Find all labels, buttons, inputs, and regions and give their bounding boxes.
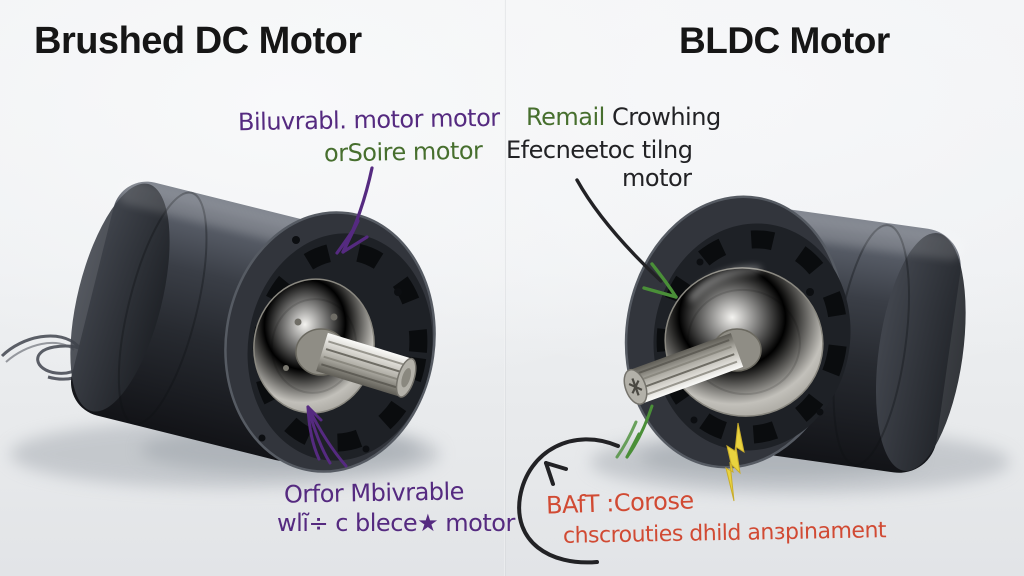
left-bottom-note-line1: Orfor Mbivrable <box>283 477 465 509</box>
purple-arrow-bottom-icon <box>306 405 348 468</box>
left-motor-shaft <box>316 332 417 398</box>
green-arrow-bottom-icon <box>615 404 654 459</box>
right-top-note-line2: Efecneetoc tilng <box>506 136 693 164</box>
right-top-note-line3: motor <box>622 164 692 192</box>
black-arrow-top-icon <box>575 178 663 283</box>
right-motor-shaft <box>623 333 744 405</box>
left-top-note-line2: orSoire motor <box>323 136 483 168</box>
left-bottom-note-line2: wlĩ÷ c blece★ motor <box>277 509 515 537</box>
annotation-arrows <box>306 166 745 565</box>
yellow-bolt-icon <box>725 422 745 502</box>
photo-seam-divider <box>504 0 506 576</box>
right-top-note-line1: Remail Crowhing <box>526 103 721 131</box>
black-curve-arrow-icon <box>517 437 620 565</box>
right-top-note-word-green: Remail <box>526 103 605 131</box>
right-motor-slot-ring <box>656 230 848 444</box>
green-arrowhead-icon <box>642 262 678 299</box>
right-motor-photo <box>590 195 1010 494</box>
right-top-note-word-black: Crowhing <box>611 103 721 131</box>
left-top-note-line1: Biluvrabl. motor motor <box>237 103 500 137</box>
right-panel-title: BLDC Motor <box>679 20 890 61</box>
right-bottom-note-line1: BAfT :Corose <box>545 486 695 520</box>
purple-arrow-top-icon <box>335 166 374 255</box>
left-panel-title: Brushed DC Motor <box>34 20 362 62</box>
left-motor-photo <box>0 179 440 488</box>
